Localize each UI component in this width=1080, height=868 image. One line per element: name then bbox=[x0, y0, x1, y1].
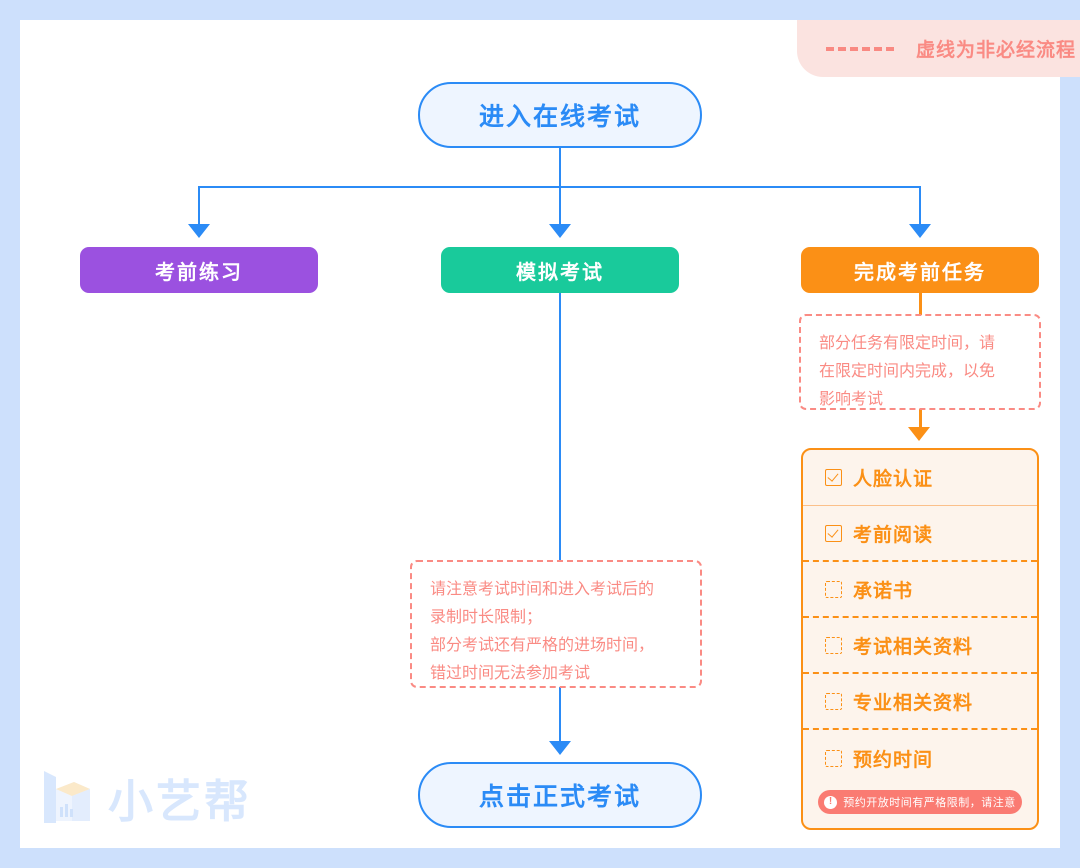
checklist-item-pre-exam-reading[interactable]: 考前阅读 bbox=[803, 506, 1037, 562]
note-line: 部分考试还有严格的进场时间， bbox=[430, 637, 655, 654]
connector-tasks-to-note bbox=[919, 293, 922, 315]
node-enter-online-exam-label: 进入在线考试 bbox=[478, 103, 641, 131]
connector-note-to-checklist bbox=[919, 409, 922, 429]
note-line: 录制时长限制； bbox=[430, 609, 543, 626]
appointment-warning-text: 预约开放时间有严格限制，请注意 bbox=[843, 797, 1016, 809]
dashed-line-icon bbox=[826, 46, 894, 51]
note-line: 错过时间无法参加考试 bbox=[430, 665, 591, 682]
checklist-item-label: 专业相关资料 bbox=[853, 692, 974, 714]
checkbox-unchecked-icon[interactable] bbox=[825, 580, 842, 598]
note-line: 在限定时间内完成，以免 bbox=[819, 363, 996, 380]
note-line: 请注意考试时间和进入考试后的 bbox=[430, 581, 655, 598]
arrow-to-practice bbox=[188, 224, 210, 238]
checkbox-checked-icon[interactable] bbox=[825, 524, 842, 542]
arrow-to-tasks bbox=[909, 224, 931, 238]
pre-exam-task-checklist: 人脸认证 考前阅读 承诺书 考试相关资料 专业相关资料 预约时间 ! 预约开放时… bbox=[801, 448, 1039, 830]
note-line: 部分任务有限定时间，请 bbox=[819, 335, 996, 352]
brand-name: 小艺帮 bbox=[108, 776, 253, 827]
checklist-item-label: 考试相关资料 bbox=[853, 636, 974, 658]
note-tasks-time-limit: 部分任务有限定时间，请 在限定时间内完成，以免 影响考试 bbox=[799, 314, 1041, 410]
legend-banner: 虚线为非必经流程 bbox=[797, 20, 1080, 77]
connector-to-practice bbox=[198, 186, 200, 226]
checklist-item-label: 人脸认证 bbox=[853, 469, 934, 490]
checkbox-unchecked-icon[interactable] bbox=[825, 692, 842, 710]
connector-start-vertical bbox=[559, 148, 561, 188]
note-exam-time-warning: 请注意考试时间和进入考试后的 录制时长限制； 部分考试还有严格的进场时间， 错过… bbox=[410, 560, 702, 688]
node-complete-pre-exam-tasks[interactable]: 完成考前任务 bbox=[801, 247, 1039, 293]
checklist-item-label: 考前阅读 bbox=[853, 524, 934, 546]
checklist-item-appointment-time[interactable]: 预约时间 bbox=[803, 730, 1037, 786]
node-complete-pre-exam-tasks-label: 完成考前任务 bbox=[854, 261, 986, 284]
node-mock-exam-label: 模拟考试 bbox=[516, 261, 604, 284]
cube-logo-icon bbox=[44, 770, 90, 823]
connector-to-mock bbox=[559, 186, 561, 226]
note-line: 影响考试 bbox=[819, 391, 884, 408]
checklist-item-label: 预约时间 bbox=[853, 749, 934, 771]
node-start-formal-exam-label: 点击正式考试 bbox=[478, 783, 641, 811]
arrow-to-checklist bbox=[908, 427, 930, 441]
node-pre-exam-practice-label: 考前练习 bbox=[155, 261, 243, 284]
connector-note-to-final bbox=[559, 687, 561, 743]
brand-logo: 小艺帮 bbox=[40, 765, 252, 830]
checkbox-unchecked-icon[interactable] bbox=[825, 636, 842, 654]
checklist-item-major-materials[interactable]: 专业相关资料 bbox=[803, 674, 1037, 730]
checkbox-checked-icon[interactable] bbox=[825, 469, 842, 486]
checklist-item-exam-materials[interactable]: 考试相关资料 bbox=[803, 618, 1037, 674]
connector-to-tasks bbox=[919, 186, 921, 226]
checkbox-unchecked-icon[interactable] bbox=[825, 749, 842, 767]
arrow-to-final bbox=[549, 741, 571, 755]
checklist-item-face-auth[interactable]: 人脸认证 bbox=[803, 450, 1037, 506]
node-enter-online-exam[interactable]: 进入在线考试 bbox=[418, 82, 702, 148]
checklist-item-commitment-letter[interactable]: 承诺书 bbox=[803, 562, 1037, 618]
diagram-canvas: 虚线为非必经流程 进入在线考试 考前练习 模拟考试 完成考前任务 点击正式考试 … bbox=[20, 20, 1080, 848]
node-start-formal-exam[interactable]: 点击正式考试 bbox=[418, 762, 702, 828]
checklist-item-label: 承诺书 bbox=[853, 580, 914, 602]
node-mock-exam[interactable]: 模拟考试 bbox=[441, 247, 679, 293]
connector-mock-to-note bbox=[559, 293, 561, 561]
legend-label: 虚线为非必经流程 bbox=[916, 40, 1077, 61]
exclamation-icon: ! bbox=[824, 795, 838, 809]
node-pre-exam-practice[interactable]: 考前练习 bbox=[80, 247, 318, 293]
arrow-to-mock bbox=[549, 224, 571, 238]
appointment-warning-badge: ! 预约开放时间有严格限制，请注意 bbox=[818, 790, 1022, 814]
